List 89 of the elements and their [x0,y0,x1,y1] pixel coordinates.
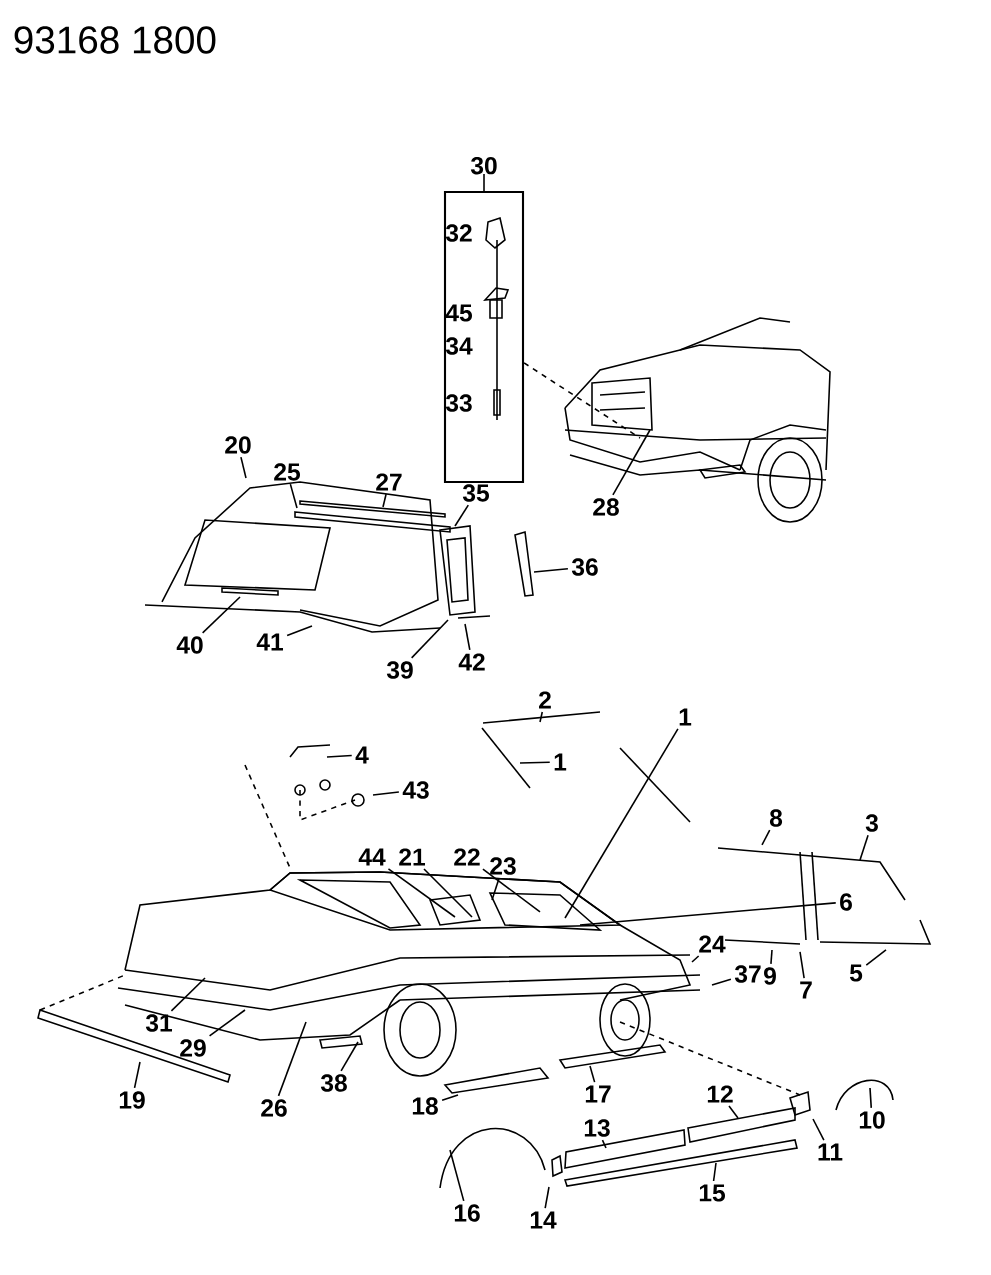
callout-number: 28 [593,498,619,516]
callout-number: 19 [119,1091,145,1109]
leader-line [601,1139,607,1149]
leader-line [240,456,247,479]
callout-number: 3 [865,814,878,832]
callout-number: 42 [458,653,485,671]
leader-line [761,829,771,846]
callout-number: 23 [490,857,516,875]
leader-line [728,1105,739,1119]
callout-number: 13 [584,1119,610,1137]
callout-number: 2 [539,691,551,709]
leader-line [691,955,700,963]
leader-line [289,483,298,509]
leader-line [812,1118,825,1141]
leader-line [865,949,887,966]
callout-number: 1 [679,708,692,726]
callout-number: 8 [769,809,783,827]
leader-line [544,1186,550,1209]
leader-line [326,754,353,758]
leader-line [170,977,206,1012]
callout-number: 34 [445,337,473,355]
leader-line [482,868,541,913]
leader-line [340,1041,359,1072]
callout-number: 18 [412,1097,438,1115]
callout-number: 29 [180,1039,206,1057]
callout-number: 17 [585,1085,611,1103]
leader-line [491,877,500,901]
leader-line [410,619,449,659]
leader-line [859,834,869,861]
leader-line [799,951,805,979]
callout-number: 32 [445,224,472,242]
dashed-line [523,362,641,439]
callout-number: 39 [386,661,413,679]
callout-number: 21 [399,848,425,866]
node-label: 30 [470,156,497,175]
leader-line [372,791,400,796]
callout-number: 41 [256,633,283,651]
callout-number: 16 [454,1204,480,1222]
callout-number: 10 [859,1111,885,1129]
callout-number: 24 [699,935,726,953]
leader-line [208,1009,246,1037]
leader-line [579,902,837,926]
callout-number: 45 [445,304,472,322]
callout-number: 37 [734,965,761,983]
callout-number: 9 [764,967,776,985]
callout-number: 31 [145,1014,172,1032]
leader-line [564,728,679,919]
callout-number: 7 [800,981,812,999]
callout-number: 15 [699,1184,725,1202]
leader-line [770,949,773,965]
callout-number: 6 [840,893,852,911]
leader-line [387,868,456,918]
leader-line [589,1065,596,1083]
callout-number: 25 [274,463,300,481]
callout-number: 20 [225,436,251,454]
leader-line [133,1061,141,1089]
callout-number: 14 [530,1211,557,1229]
leader-line [423,868,473,918]
callout-number: 44 [358,848,386,866]
callout-number: 12 [707,1085,733,1103]
leader-line [286,625,313,637]
leader-line [382,493,387,508]
callout-number: 11 [818,1143,843,1161]
callout-number: 43 [402,781,429,799]
leader-line [869,1087,873,1109]
leader-line [539,711,544,723]
leader-line [711,978,732,986]
callout-number: 40 [176,636,203,654]
leader-line [533,567,569,573]
leader-line [612,429,651,496]
callout-number: 5 [849,964,863,982]
callout-number: 27 [376,473,402,491]
callout-number: 26 [261,1099,287,1117]
callout-number: 38 [320,1074,347,1092]
leader-line [464,623,471,651]
callout-number: 33 [445,394,472,412]
leader-line [519,761,551,764]
callout-number: 4 [355,746,369,764]
part-number: 93168 1800 [14,26,216,54]
leader-line [449,1149,465,1202]
callout-number: 22 [454,848,480,866]
leader-line [712,1162,717,1182]
leader-line [454,504,470,527]
callout-number: 36 [571,558,598,576]
leader-line [441,1094,459,1102]
leader-line [277,1021,307,1097]
callout-number: 1 [554,753,567,771]
callout-number: 35 [462,484,489,502]
leader-line [201,596,241,634]
